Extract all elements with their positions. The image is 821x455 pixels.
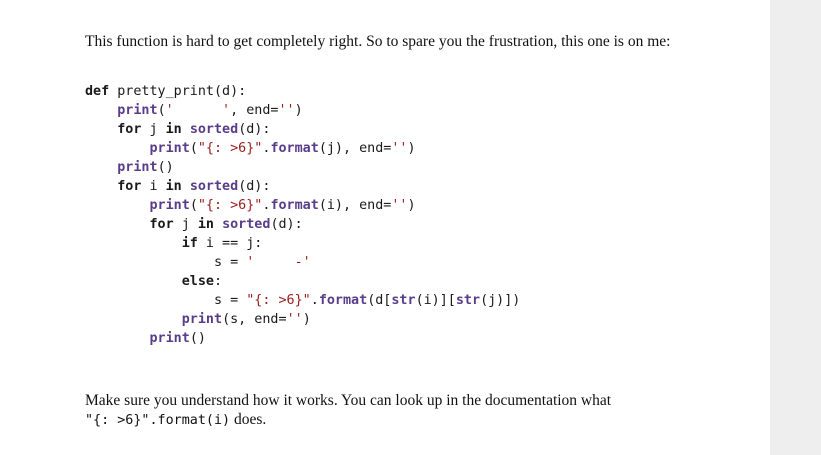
code-line-9: if i == j: xyxy=(181,236,263,251)
outro-code-snippet: "{: >6}".format(i) xyxy=(85,413,231,428)
document-content: This function is hard to get completely … xyxy=(85,32,705,348)
code-line-10: s = ' -' xyxy=(214,255,311,270)
code-line-2: print(' ', end='') xyxy=(117,103,303,118)
code-line-5: print() xyxy=(117,160,174,175)
outro-text-before: Make sure you understand how it works. Y… xyxy=(85,392,612,409)
code-line-3: for j in sorted(d): xyxy=(117,122,271,137)
code-line-13: print(s, end='') xyxy=(181,312,311,327)
code-line-8: for j in sorted(d): xyxy=(149,217,303,232)
code-line-1: def pretty_print(d): xyxy=(85,84,247,99)
code-block: def pretty_print(d): print(' ', end='') … xyxy=(85,82,705,348)
code-line-12: s = "{: >6}".format(d[str(i)][str(j)]) xyxy=(214,293,521,308)
outro-paragraph: Make sure you understand how it works. Y… xyxy=(85,391,705,430)
code-line-11: else: xyxy=(181,274,223,289)
code-line-4: print("{: >6}".format(j), end='') xyxy=(149,141,416,156)
right-margin-panel xyxy=(770,0,821,455)
outro-text-after: does. xyxy=(230,411,267,428)
code-line-14: print() xyxy=(149,331,206,346)
code-line-6: for i in sorted(d): xyxy=(117,179,271,194)
intro-paragraph: This function is hard to get completely … xyxy=(85,33,671,50)
code-line-7: print("{: >6}".format(i), end='') xyxy=(149,198,416,213)
